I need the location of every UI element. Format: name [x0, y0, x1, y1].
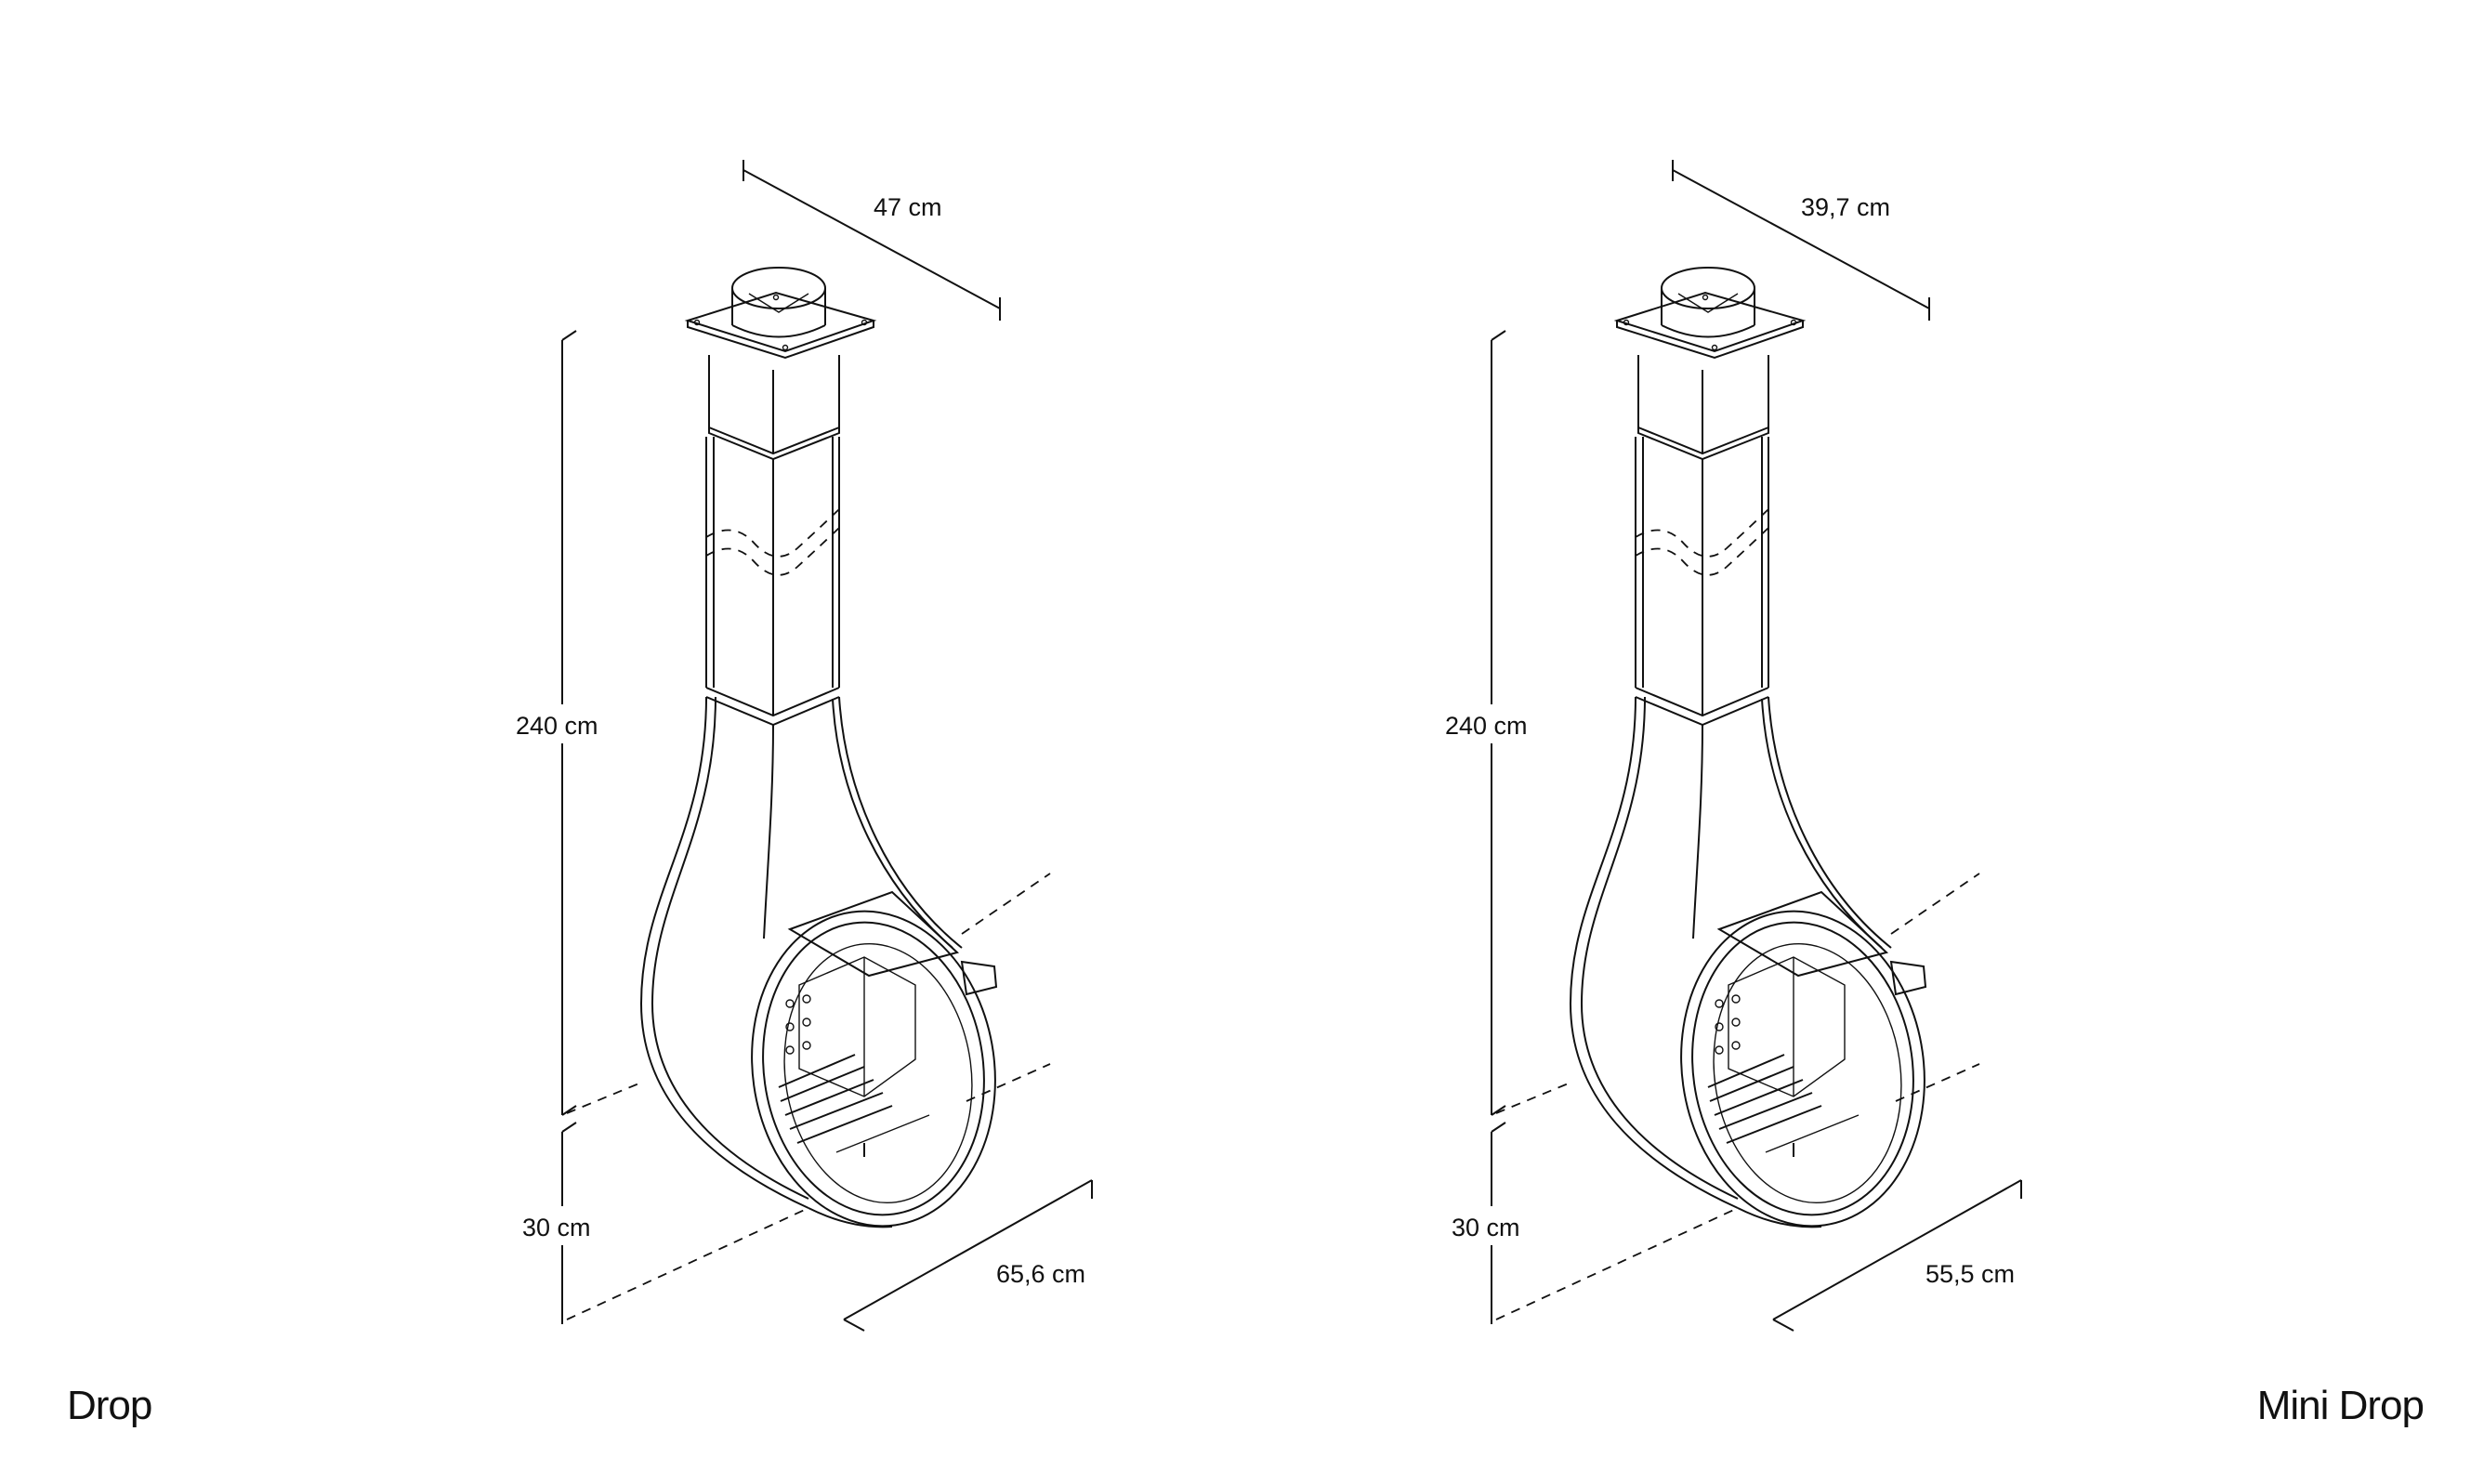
drop-width-dimension: 65,6 cm: [843, 1179, 1093, 1332]
mini-drop-floor-gap-dimension: 30 cm: [1448, 1122, 1531, 1324]
drop-height-label: 240 cm: [516, 712, 598, 740]
mini-drop-height-label: 240 cm: [1445, 712, 1528, 740]
mini-drop-depth-label: 39,7 cm: [1801, 193, 1890, 221]
drop-depth-label: 47 cm: [874, 193, 942, 221]
drop-depth-dimension: 47 cm: [743, 160, 1001, 321]
mini-drop-floor-gap-label: 30 cm: [1452, 1214, 1520, 1241]
drop-floor-gap-dimension: 30 cm: [519, 1122, 602, 1324]
drop-fireplace-drawing: [640, 267, 1017, 1243]
drop-model-caption: Drop: [67, 1383, 152, 1428]
drop-height-dimension: 240 cm: [509, 330, 611, 1116]
mini-drop-model-caption: Mini Drop: [2256, 1383, 2425, 1428]
mini-drop-projection-lines: [1495, 873, 1980, 1320]
mini-drop-width-dimension: 55,5 cm: [1772, 1179, 2022, 1332]
drop-projection-lines: [566, 873, 1051, 1320]
mini-drop-depth-dimension: 39,7 cm: [1672, 160, 1930, 321]
mini-drop-fireplace-drawing: [1570, 267, 1946, 1243]
drop-width-label: 65,6 cm: [996, 1260, 1085, 1288]
drop-floor-gap-label: 30 cm: [522, 1214, 591, 1241]
mini-drop-height-dimension: 240 cm: [1439, 330, 1541, 1116]
mini-drop-width-label: 55,5 cm: [1925, 1260, 2015, 1288]
